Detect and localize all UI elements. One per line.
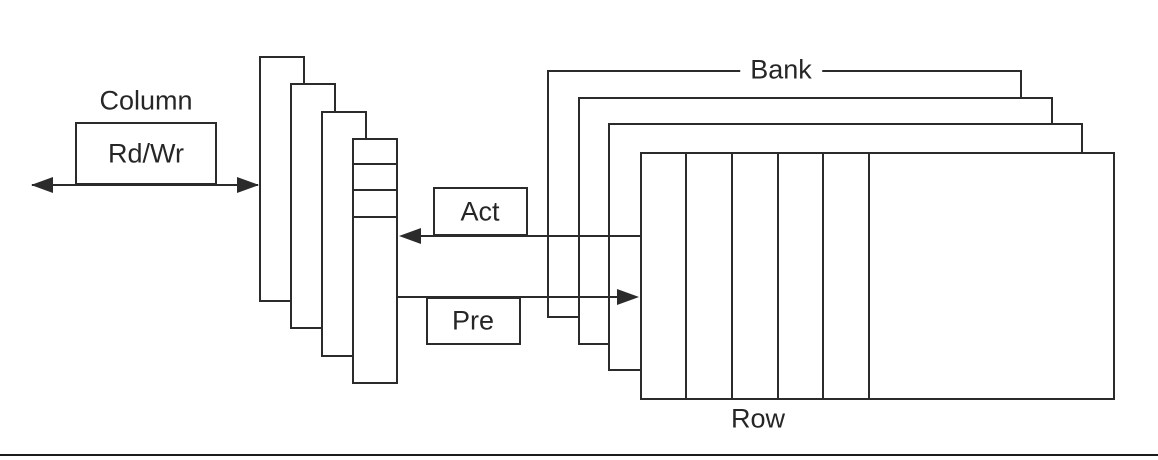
column-label: Column (99, 85, 193, 116)
row-cell-divider (777, 154, 779, 398)
act-left-arrowhead-icon (399, 228, 421, 244)
pre-label: Pre (451, 305, 495, 336)
rdwr-label: Rd/Wr (107, 138, 185, 169)
row-cell-divider (868, 154, 870, 398)
pre-box (426, 297, 521, 345)
decoder-cell-divider (354, 163, 396, 165)
left-arrowhead-icon (31, 177, 53, 193)
row-cell-divider (822, 154, 824, 398)
act-label: Act (460, 196, 500, 227)
decoder-cell-divider (354, 216, 396, 218)
bottom-rule (0, 454, 1158, 456)
bank-rect-4 (640, 152, 1115, 400)
bank-label: Bank (740, 56, 822, 84)
right-arrowhead-icon (237, 177, 259, 193)
row-cell-divider (731, 154, 733, 398)
decoder-stack-rect-4 (352, 138, 398, 384)
pre-right-arrowhead-icon (617, 289, 639, 305)
decoder-cell-divider (354, 189, 396, 191)
act-box (433, 187, 528, 236)
act-arrow-line (412, 235, 640, 237)
rdwr-box (75, 122, 217, 185)
column-address-arrow-line (32, 184, 258, 186)
row-label: Row (730, 403, 786, 434)
row-cell-divider (685, 154, 687, 398)
